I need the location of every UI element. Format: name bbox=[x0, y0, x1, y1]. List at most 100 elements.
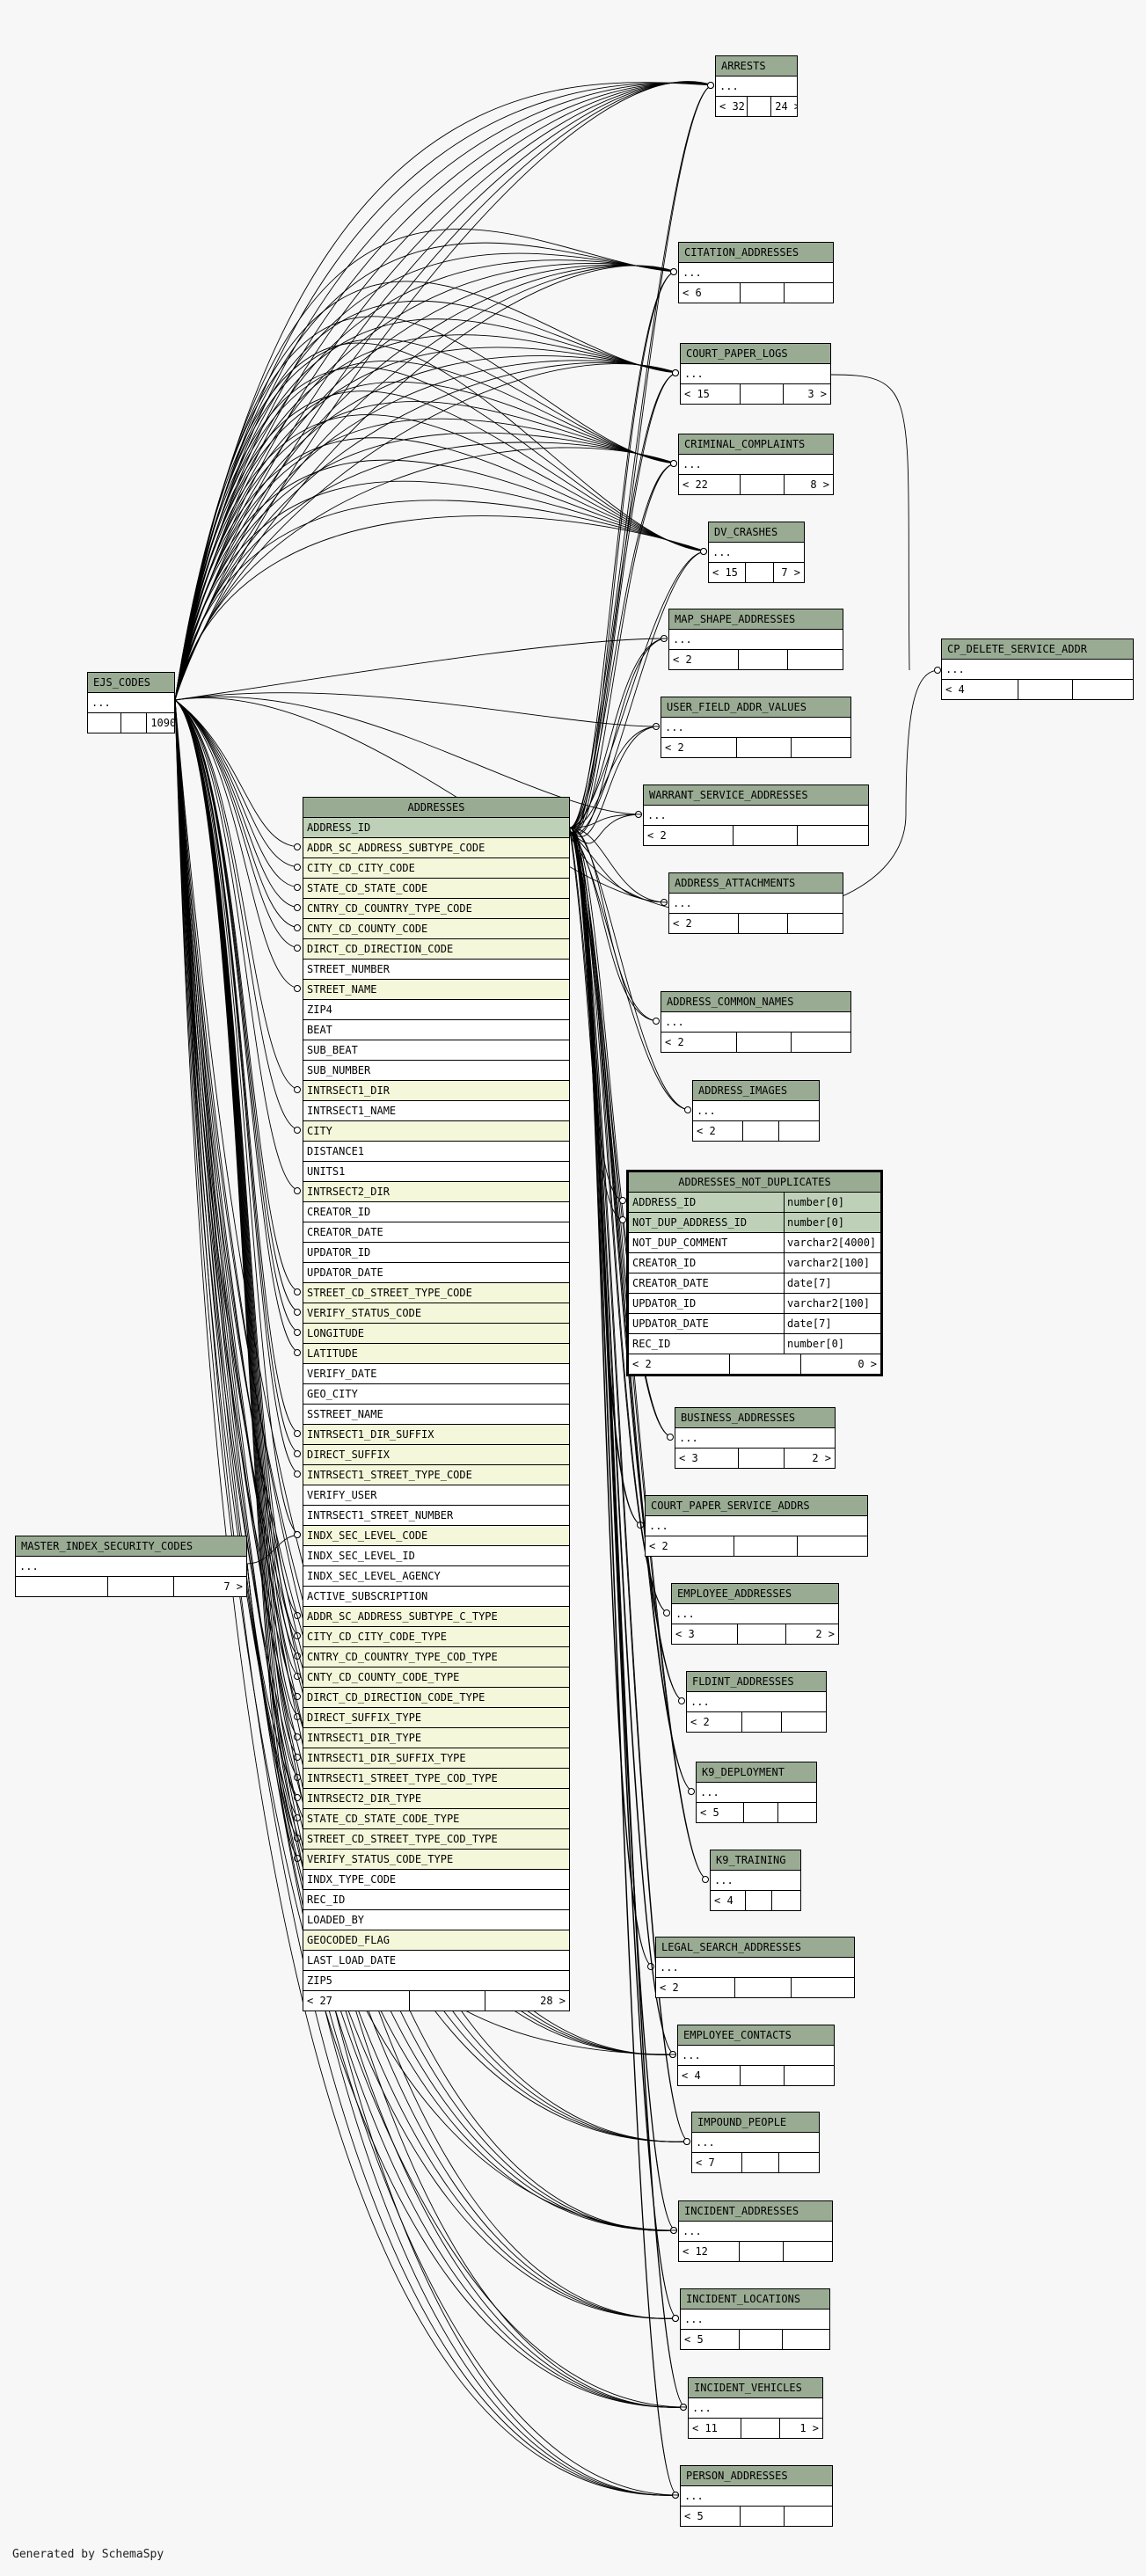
table-address-common-names[interactable]: ADDRESS_COMMON_NAMES...< 2 bbox=[661, 991, 851, 1053]
table-map-shape-addresses[interactable]: MAP_SHAPE_ADDRESSES...< 2 bbox=[668, 609, 843, 670]
relationship-line bbox=[174, 281, 679, 701]
table-user-field-addr-values[interactable]: USER_FIELD_ADDR_VALUES...< 2 bbox=[661, 697, 851, 758]
edge-endpoint bbox=[294, 843, 301, 850]
column-name: LONGITUDE bbox=[307, 1327, 365, 1339]
column-row: LONGITUDE bbox=[303, 1324, 569, 1344]
table-warrant-service-addresses[interactable]: WARRANT_SERVICE_ADDRESSES...< 2 bbox=[643, 784, 869, 846]
relationship-line bbox=[174, 697, 668, 903]
table-ejs-codes[interactable]: EJS_CODES...1090 > bbox=[87, 672, 175, 733]
relationship-line bbox=[174, 699, 302, 1758]
table-k9-training[interactable]: K9_TRAINING...< 4 bbox=[710, 1850, 801, 1911]
column-name: BEAT bbox=[307, 1024, 332, 1036]
table-citation-addresses[interactable]: CITATION_ADDRESSES...< 6 bbox=[678, 242, 834, 303]
relationship-line bbox=[174, 699, 302, 1536]
column-name: UPDATOR_DATE bbox=[632, 1317, 709, 1330]
table-address-attachments[interactable]: ADDRESS_ATTACHMENTS...< 2 bbox=[668, 872, 843, 934]
column-name: STREET_NUMBER bbox=[307, 963, 390, 975]
table-incident-locations[interactable]: INCIDENT_LOCATIONS...< 5 bbox=[680, 2288, 830, 2350]
table-title: EJS_CODES bbox=[88, 673, 174, 693]
collapsed-columns: ... bbox=[675, 1428, 835, 1449]
column-name: DIRECT_SUFFIX bbox=[307, 1449, 390, 1461]
column-row: CNTRY_CD_COUNTRY_TYPE_CODE bbox=[303, 899, 569, 919]
ellipsis: ... bbox=[673, 897, 692, 909]
relationship-line bbox=[174, 699, 302, 1475]
column-row: SUB_BEAT bbox=[303, 1040, 569, 1061]
table-person-addresses[interactable]: PERSON_ADDRESSES...< 5 bbox=[680, 2465, 833, 2527]
column-type: date[7] bbox=[784, 1273, 877, 1293]
ellipsis: ... bbox=[700, 1786, 719, 1799]
table-footer: < 2 bbox=[687, 1712, 826, 1732]
edge-endpoint bbox=[934, 667, 941, 674]
ellipsis: ... bbox=[682, 266, 702, 279]
collapsed-columns: ... bbox=[681, 2486, 832, 2507]
relationship-line bbox=[174, 263, 677, 701]
ellipsis: ... bbox=[945, 663, 965, 675]
column-name: STREET_CD_STREET_TYPE_CODE bbox=[307, 1287, 472, 1299]
table-footer: < 2 bbox=[669, 650, 843, 669]
column-row: INDX_TYPE_CODE bbox=[303, 1870, 569, 1890]
table-footer: < 5 bbox=[697, 1803, 816, 1822]
column-row: GEO_CITY bbox=[303, 1384, 569, 1405]
column-row: DIRCT_CD_DIRECTION_CODE bbox=[303, 939, 569, 960]
relationship-line bbox=[569, 551, 707, 835]
collapsed-columns: ... bbox=[661, 718, 850, 738]
relationship-line bbox=[174, 265, 677, 701]
edge-endpoint bbox=[294, 1329, 301, 1336]
table-title: FLDINT_ADDRESSES bbox=[687, 1672, 826, 1692]
table-title: CRIMINAL_COMPLAINTS bbox=[679, 434, 833, 455]
collapsed-columns: ... bbox=[669, 630, 843, 650]
table-employee-contacts[interactable]: EMPLOYEE_CONTACTS...< 4 bbox=[677, 2025, 835, 2086]
column-row: LAST_LOAD_DATE bbox=[303, 1951, 569, 1971]
column-name: DISTANCE1 bbox=[307, 1145, 365, 1157]
column-row: GEOCODED_FLAG bbox=[303, 1930, 569, 1951]
column-row: STATE_CD_STATE_CODE bbox=[303, 879, 569, 899]
table-legal-search-addresses[interactable]: LEGAL_SEARCH_ADDRESSES...< 2 bbox=[655, 1937, 855, 1998]
edge-endpoint bbox=[294, 1450, 301, 1457]
edge-endpoint bbox=[667, 1434, 674, 1441]
table-master-index-security-codes[interactable]: MASTER_INDEX_SECURITY_CODES...7 > bbox=[15, 1536, 247, 1597]
table-fldint-addresses[interactable]: FLDINT_ADDRESSES...< 2 bbox=[686, 1671, 827, 1733]
table-k9-deployment[interactable]: K9_DEPLOYMENT... < 5 bbox=[696, 1762, 817, 1823]
column-row: STREET_NAME bbox=[303, 980, 569, 1000]
relationship-line bbox=[174, 82, 714, 701]
table-footer: < 5 bbox=[681, 2330, 829, 2349]
column-row: UPDATOR_DATE bbox=[303, 1263, 569, 1283]
collapsed-columns: ... bbox=[681, 364, 830, 384]
column-type: number[0] bbox=[784, 1213, 877, 1232]
table-title: ADDRESSES_NOT_DUPLICATES bbox=[629, 1172, 880, 1193]
table-title: K9_DEPLOYMENT bbox=[697, 1762, 816, 1783]
collapsed-columns: ... bbox=[661, 1012, 850, 1033]
table-address-images[interactable]: ADDRESS_IMAGES...< 2 bbox=[692, 1080, 820, 1142]
table-court-paper-service-addrs[interactable]: COURT_PAPER_SERVICE_ADDRS...< 2 bbox=[645, 1495, 868, 1557]
table-incident-addresses[interactable]: INCIDENT_ADDRESSES...< 12 bbox=[678, 2200, 833, 2262]
relationship-line bbox=[174, 696, 642, 815]
relationship-line bbox=[174, 437, 707, 701]
table-footer: < 12 bbox=[679, 2242, 832, 2261]
relationship-line bbox=[174, 367, 707, 701]
edge-endpoint bbox=[647, 1963, 654, 1970]
table-title: IMPOUND_PEOPLE bbox=[692, 2113, 819, 2133]
relationship-line bbox=[569, 827, 660, 1022]
column-name: STREET_CD_STREET_TYPE_COD_TYPE bbox=[307, 1833, 498, 1845]
column-name: STATE_CD_STATE_CODE bbox=[307, 882, 428, 894]
table-cp-delete-service-addr[interactable]: CP_DELETE_SERVICE_ADDR...< 4 bbox=[941, 639, 1134, 700]
column-row: INTRSECT2_DIR bbox=[303, 1182, 569, 1202]
collapsed-columns: ... bbox=[692, 2133, 819, 2153]
column-row: LATITUDE bbox=[303, 1344, 569, 1364]
column-row: DISTANCE1 bbox=[303, 1142, 569, 1162]
column-name: VERIFY_USER bbox=[307, 1489, 377, 1501]
column-name: ACTIVE_SUBSCRIPTION bbox=[307, 1590, 428, 1602]
table-impound-people[interactable]: IMPOUND_PEOPLE...< 7 bbox=[691, 2112, 820, 2173]
relationship-line bbox=[569, 463, 677, 834]
